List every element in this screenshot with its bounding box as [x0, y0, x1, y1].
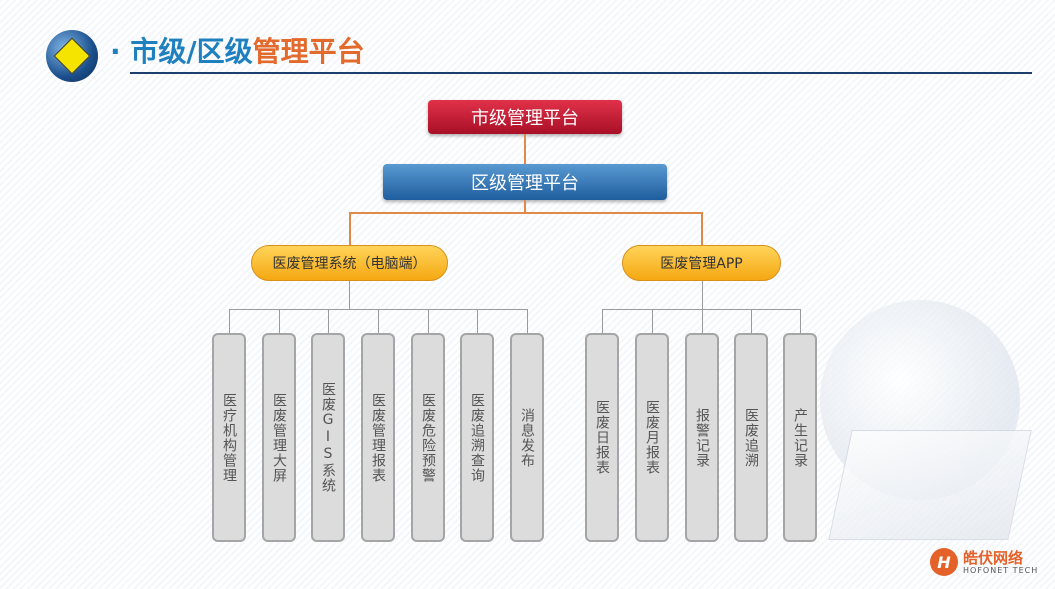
- connector: [349, 212, 703, 214]
- connector: [349, 212, 351, 245]
- brand-name: 皓伏网络: [963, 548, 1024, 567]
- connector: [652, 309, 653, 333]
- connector: [702, 309, 703, 333]
- pc-module-node: 医废追溯查询: [460, 333, 494, 542]
- module-label: 医废追溯查询: [469, 392, 485, 483]
- app-module-node: 产生记录: [783, 333, 817, 542]
- connector: [477, 309, 478, 333]
- pc-module-node: 医废管理报表: [361, 333, 395, 542]
- module-label: 医废追溯: [743, 407, 759, 468]
- pc-system-node: 医废管理系统（电脑端）: [251, 245, 448, 281]
- connector: [229, 309, 230, 333]
- app-module-node: 报警记录: [685, 333, 719, 542]
- module-label: 医废管理大屏: [271, 392, 287, 483]
- connector: [328, 309, 329, 333]
- biohazard-globe-logo: [46, 30, 98, 82]
- connector: [702, 281, 703, 310]
- title-divider: [130, 72, 1032, 74]
- module-label: 医废GIS系统: [320, 382, 336, 493]
- pc-module-node: 医废管理大屏: [262, 333, 296, 542]
- connector: [751, 309, 752, 333]
- connector: [524, 134, 526, 164]
- connector: [602, 309, 801, 310]
- city-platform-node: 市级管理平台: [428, 100, 622, 134]
- module-label: 报警记录: [694, 407, 710, 468]
- app-module-node: 医废月报表: [635, 333, 669, 542]
- brand-sub: HOFONET TECH: [963, 565, 1039, 575]
- pc-module-node: 医疗机构管理: [212, 333, 246, 542]
- connector: [349, 281, 350, 310]
- app-module-node: 医废日报表: [585, 333, 619, 542]
- connector: [800, 309, 801, 333]
- module-label: 医废管理报表: [370, 392, 386, 483]
- module-label: 产生记录: [792, 407, 808, 468]
- module-label: 医废日报表: [594, 400, 610, 475]
- connector: [527, 309, 528, 333]
- district-platform-node: 区级管理平台: [383, 164, 667, 200]
- book-decoration: [828, 430, 1032, 540]
- module-label: 医废月报表: [644, 400, 660, 475]
- connector: [524, 200, 526, 213]
- pc-module-node: 医废危险预警: [411, 333, 445, 542]
- module-label: 医废危险预警: [420, 392, 436, 483]
- connector: [279, 309, 280, 333]
- pc-module-node: 消息发布: [510, 333, 544, 542]
- module-label: 消息发布: [519, 407, 535, 468]
- app-module-node: 医废追溯: [734, 333, 768, 542]
- page-title: · 市级/区级管理平台: [110, 35, 365, 68]
- pc-module-node: 医废GIS系统: [311, 333, 345, 542]
- connector: [701, 212, 703, 245]
- brand-icon: H: [930, 548, 958, 576]
- connector: [378, 309, 379, 333]
- connector: [602, 309, 603, 333]
- connector: [428, 309, 429, 333]
- module-label: 医疗机构管理: [221, 392, 237, 483]
- app-node: 医废管理APP: [622, 245, 781, 281]
